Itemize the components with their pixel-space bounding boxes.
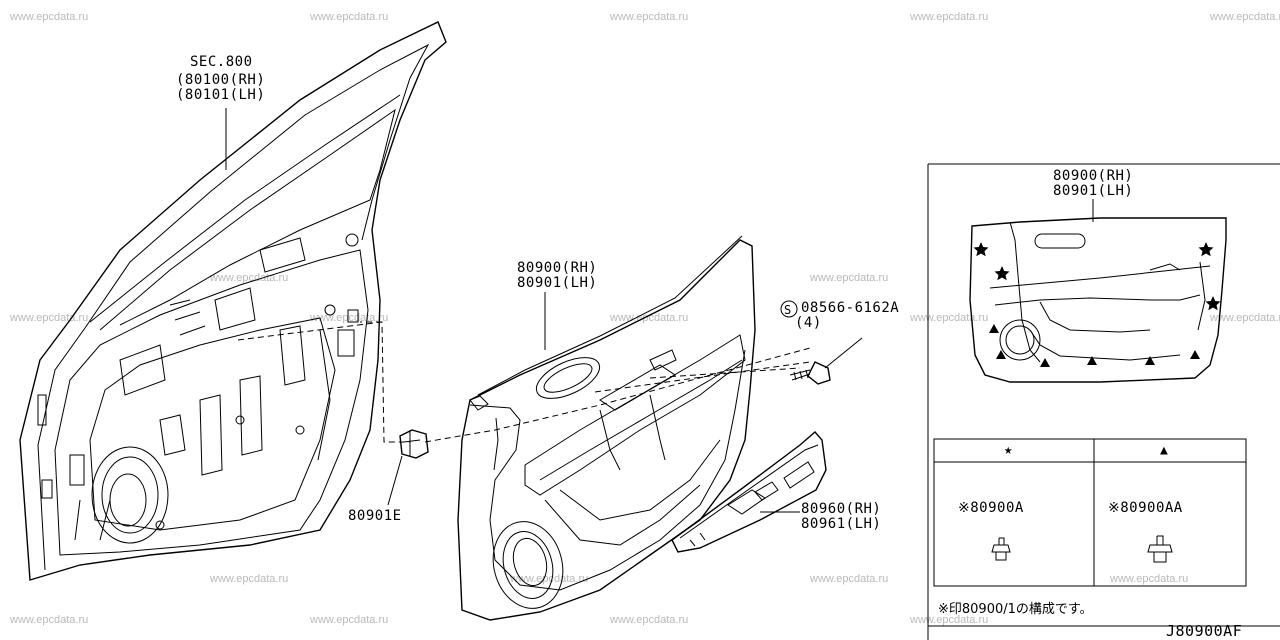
watermark: www.epcdata.ru: [510, 573, 589, 585]
screw-qty-label: (4): [795, 315, 822, 331]
watermark: www.epcdata.ru: [210, 573, 289, 585]
dashed-line: [237, 321, 410, 443]
inset-lh-label: 80901(LH): [1053, 183, 1134, 199]
watermark: www.epcdata.ru: [10, 11, 89, 23]
triangle-marker: [1145, 356, 1155, 365]
switch-finisher: [671, 431, 827, 553]
inset-rh-label: 80900(RH): [1053, 168, 1134, 184]
composition-note: ※印80900/1の構成です。: [938, 602, 1093, 617]
standard-part-symbol-letter: S: [784, 303, 791, 317]
watermark: www.epcdata.ru: [1110, 573, 1189, 585]
triangle-marker: [1190, 350, 1200, 359]
trim-rh-label: 80900(RH): [517, 260, 598, 276]
legend-table: [933, 438, 1247, 587]
star-marker: [994, 266, 1010, 281]
watermark: www.epcdata.ru: [910, 11, 989, 23]
screw-part-label: 08566-6162A: [801, 300, 900, 316]
watermark: www.epcdata.ru: [10, 614, 89, 626]
star-marker: [1205, 296, 1221, 311]
clip-code-a-label: ※80900A: [958, 500, 1024, 516]
watermark: www.epcdata.ru: [810, 573, 889, 585]
watermark: www.epcdata.ru: [310, 614, 389, 626]
inset-trim-view: [969, 217, 1227, 383]
switch-lh-label: 80961(LH): [801, 516, 882, 532]
watermark: www.epcdata.ru: [910, 614, 989, 626]
clip-code-aa-label: ※80900AA: [1108, 500, 1183, 516]
dashed-line: [424, 347, 811, 443]
door-shell-lh-label: (80101(LH): [176, 87, 266, 103]
watermark: www.epcdata.ru: [1210, 11, 1280, 23]
standard-part-symbol: [780, 300, 798, 318]
trim-lh-label: 80901(LH): [517, 275, 598, 291]
section-ref-label: SEC.800: [190, 54, 253, 70]
diagram-id: J80900AF: [1166, 622, 1243, 640]
triangle-marker: [1040, 358, 1050, 367]
watermark: www.epcdata.ru: [610, 11, 689, 23]
watermark: www.epcdata.ru: [210, 272, 289, 284]
clip-part-label: 80901E: [348, 508, 402, 524]
dashed-line: [594, 361, 811, 393]
legend-triangle-header: ▲: [1160, 443, 1169, 458]
triangle-marker: [996, 350, 1006, 359]
watermark: www.epcdata.ru: [610, 614, 689, 626]
inset-frame: [927, 163, 1280, 640]
dashed-line: [649, 367, 801, 379]
clip-part: [387, 429, 429, 506]
door-shell-rh-label: (80100(RH): [176, 72, 266, 88]
switch-rh-label: 80960(RH): [801, 501, 882, 517]
triangle-marker: [989, 324, 999, 333]
star-marker: [973, 242, 989, 257]
watermark: www.epcdata.ru: [1210, 312, 1280, 324]
door-shell: [19, 21, 447, 581]
watermark: www.epcdata.ru: [910, 312, 989, 324]
legend-star-header: ★: [1004, 442, 1013, 458]
star-marker: [1198, 242, 1214, 257]
watermark: www.epcdata.ru: [810, 272, 889, 284]
screw-part: [789, 337, 863, 385]
triangle-marker: [1087, 356, 1097, 365]
door-trim-panel: [457, 235, 756, 621]
watermark: www.epcdata.ru: [310, 11, 389, 23]
